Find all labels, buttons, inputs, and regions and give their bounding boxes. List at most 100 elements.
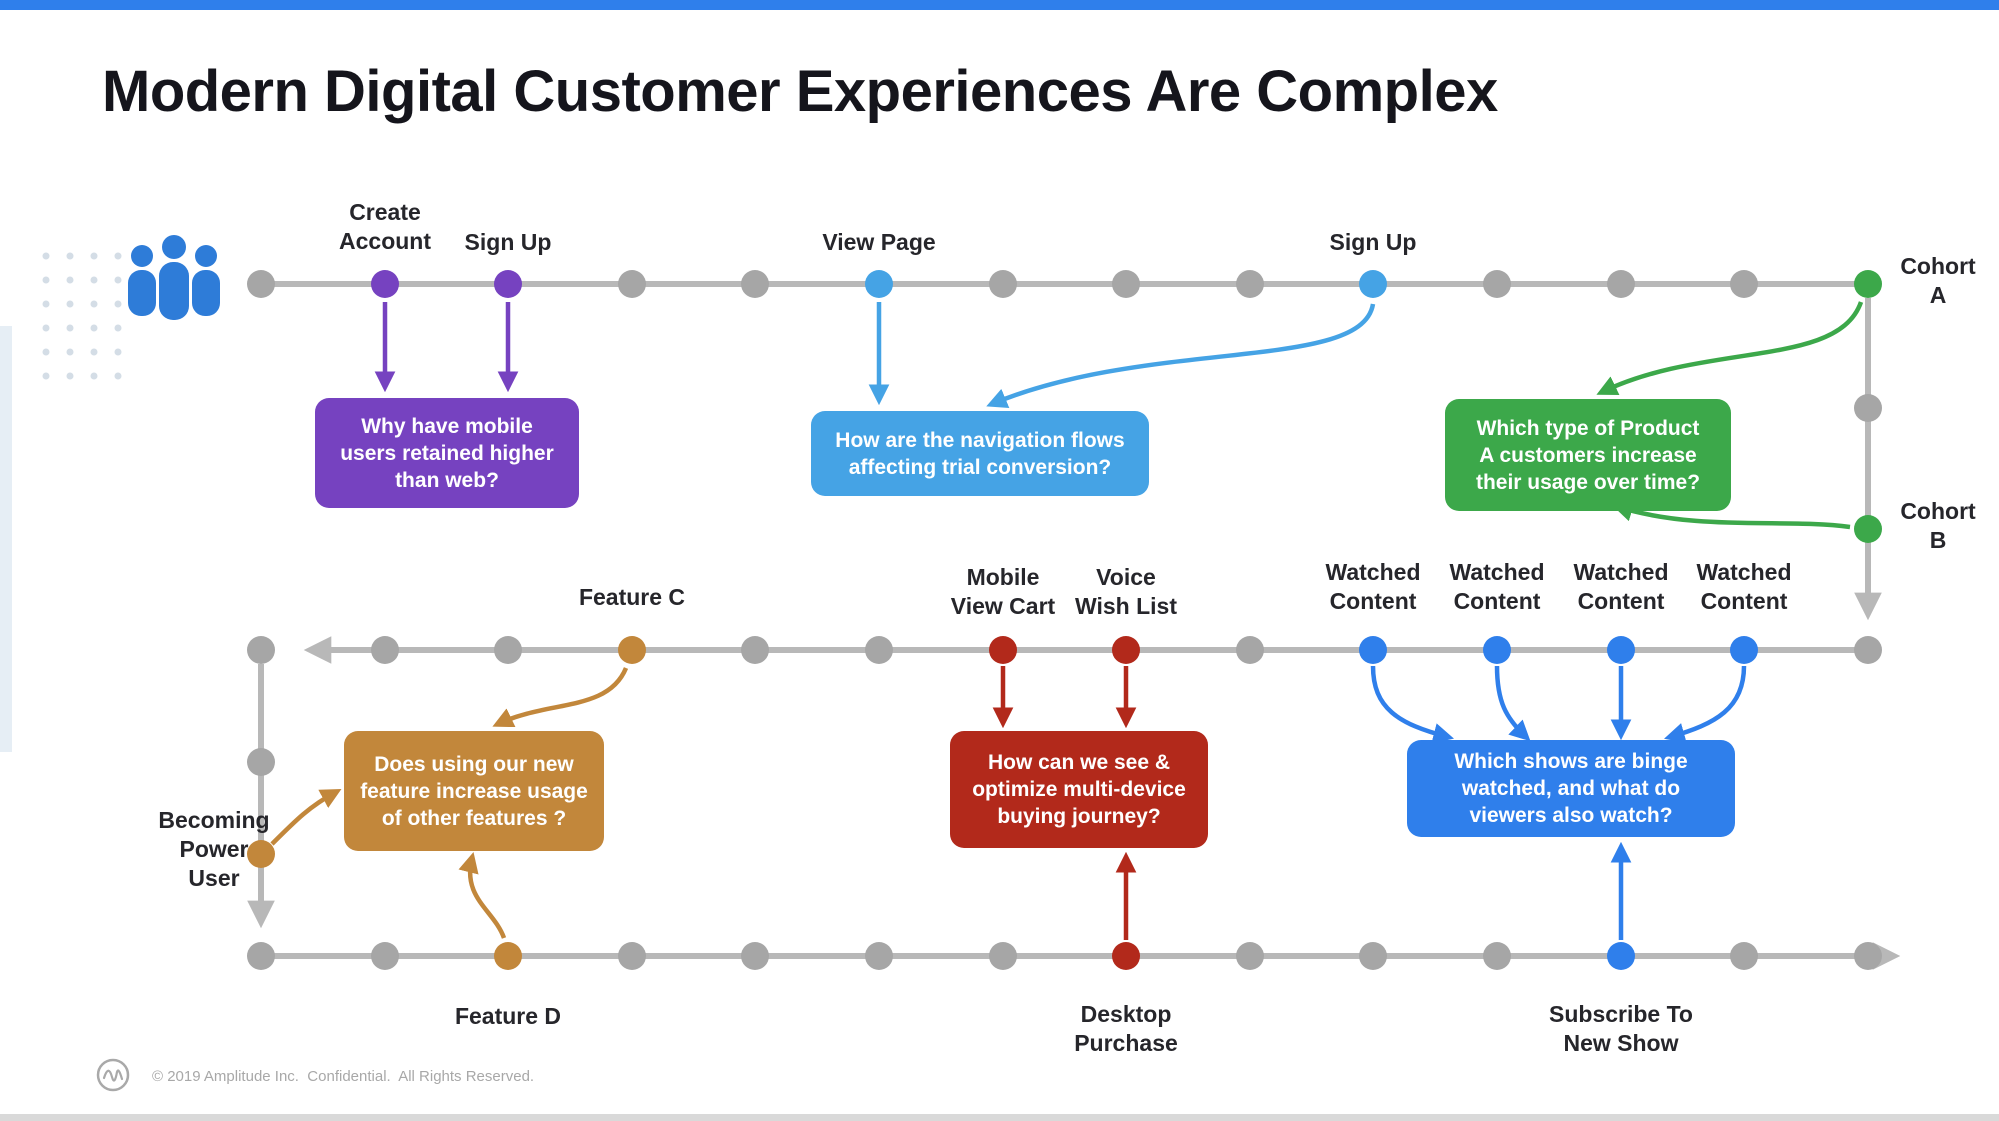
arrow-signup2-to-nav-box: [986, 303, 1376, 408]
label-watched-content-4: Watched Content: [1696, 559, 1792, 614]
arrow-cohort-a-to-product-box: [1596, 301, 1864, 396]
label-desktop-purchase: Desktop Purchase: [1074, 1001, 1178, 1056]
timeline-dot: [1483, 270, 1511, 298]
timeline-dot: [494, 636, 522, 664]
decorative-dot: [90, 300, 98, 308]
timeline-dot: [1236, 636, 1264, 664]
timeline-dot: [494, 270, 522, 298]
decorative-dot: [114, 252, 122, 260]
decorative-dot: [42, 372, 50, 380]
timeline-dot: [1483, 942, 1511, 970]
arrow-watched2-to-binge-box: [1494, 665, 1531, 742]
timeline-dot: [618, 270, 646, 298]
timeline-dots: [247, 270, 1882, 970]
arrow-feature-d-to-feature-box: [458, 851, 507, 939]
arrow-watched1-to-binge-box: [1370, 665, 1455, 744]
timeline-dot: [741, 942, 769, 970]
timeline-dot: [1730, 942, 1758, 970]
arrow-power-user-to-feature-box: [270, 789, 342, 846]
decorative-dot: [90, 372, 98, 380]
timeline-dot: [1236, 942, 1264, 970]
decorative-dot: [42, 276, 50, 284]
label-view-page: View Page: [822, 229, 936, 255]
callout-product-usage: Which type of Product A customers increa…: [1445, 399, 1731, 511]
timeline-dot: [494, 942, 522, 970]
label-feature-d: Feature D: [454, 1003, 562, 1029]
timeline-dot: [989, 270, 1017, 298]
timeline-dot: [1607, 942, 1635, 970]
timeline-dot: [989, 942, 1017, 970]
timeline-dot: [1607, 636, 1635, 664]
timeline-dot: [865, 270, 893, 298]
decorative-dot: [90, 252, 98, 260]
timeline-dot: [1607, 270, 1635, 298]
decorative-dot: [114, 300, 122, 308]
timeline-dot: [1730, 636, 1758, 664]
timeline-dot: [371, 942, 399, 970]
label-sign-up-2: Sign Up: [1329, 229, 1417, 255]
timeline-dot: [1359, 270, 1387, 298]
label-mobile-view-cart: Mobile View Cart: [950, 564, 1056, 619]
timeline-dot: [1854, 515, 1882, 543]
decorative-dot: [42, 300, 50, 308]
amplitude-logo-icon: [96, 1058, 130, 1092]
top-accent-bar: [0, 0, 1999, 10]
timeline-dot: [371, 636, 399, 664]
arrow-cohort-b-to-product-box: [1612, 501, 1851, 530]
timeline-dot: [1359, 942, 1387, 970]
decorative-dot: [66, 276, 74, 284]
arrow-watched4-to-binge-box: [1664, 665, 1747, 744]
bottom-bar: [0, 1114, 1999, 1121]
decorative-dot: [90, 324, 98, 332]
timeline-dot: [618, 636, 646, 664]
label-create-account: Create Account: [339, 199, 431, 254]
decorative-dot: [90, 348, 98, 356]
timeline-dot: [1236, 270, 1264, 298]
decorative-dot: [66, 372, 74, 380]
users-icon: [128, 235, 220, 320]
timeline-dot: [371, 270, 399, 298]
decorative-dot: [66, 348, 74, 356]
label-watched-content-1: Watched Content: [1325, 559, 1421, 614]
timeline-dot: [1359, 636, 1387, 664]
timeline-dot: [247, 270, 275, 298]
decorative-dot: [66, 300, 74, 308]
label-subscribe-to-new-show: Subscribe To New Show: [1549, 1001, 1693, 1056]
decorative-dot: [66, 324, 74, 332]
callout-feature-usage: Does using our new feature increase usag…: [344, 731, 604, 851]
timeline-dot: [247, 748, 275, 776]
timeline-dot: [247, 942, 275, 970]
timeline-dot: [1112, 942, 1140, 970]
page-title: Modern Digital Customer Experiences Are …: [102, 59, 1498, 124]
left-accent-strip: [0, 326, 12, 752]
decorative-dot: [42, 348, 50, 356]
decorative-dot: [114, 348, 122, 356]
arrow-feature-c-to-feature-box: [492, 667, 629, 728]
decorative-dot: [42, 324, 50, 332]
label-watched-content-3: Watched Content: [1573, 559, 1669, 614]
decorative-dot: [114, 372, 122, 380]
timeline-dot: [1112, 636, 1140, 664]
decorative-dot-grid: [42, 252, 122, 380]
timeline-dot: [1854, 636, 1882, 664]
decorative-dot: [42, 252, 50, 260]
timeline-dot: [741, 636, 769, 664]
label-cohort-b: Cohort B: [1900, 498, 1976, 553]
decorative-dot: [90, 276, 98, 284]
label-feature-c: Feature C: [578, 584, 686, 610]
timeline-dot: [1854, 942, 1882, 970]
callout-arrows: [270, 301, 1864, 940]
timeline-dot: [989, 636, 1017, 664]
label-becoming-power-user: Becoming Power User: [158, 807, 270, 891]
timeline-dot: [247, 636, 275, 664]
label-voice-wish-list: Voice Wish List: [1074, 564, 1178, 619]
timeline-dot: [1854, 270, 1882, 298]
label-sign-up-1: Sign Up: [464, 229, 552, 255]
footer-copyright: © 2019 Amplitude Inc. Confidential. All …: [152, 1068, 535, 1085]
decorative-dot: [114, 324, 122, 332]
callout-binge-watching: Which shows are binge watched, and what …: [1407, 740, 1735, 837]
label-watched-content-2: Watched Content: [1449, 559, 1545, 614]
label-cohort-a: Cohort A: [1900, 253, 1976, 308]
